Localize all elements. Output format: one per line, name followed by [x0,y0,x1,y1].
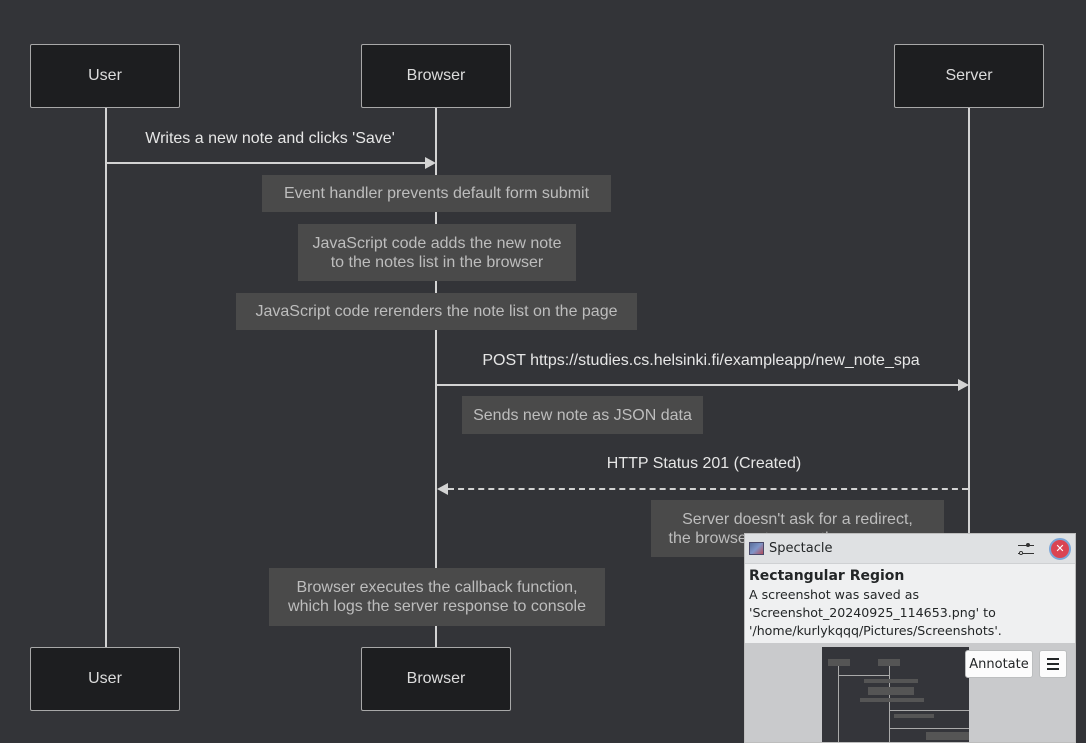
user-lifeline [105,108,107,648]
note-js-adds-note: JavaScript code adds the new note to the… [298,224,576,281]
notification-text: A screenshot was saved as 'Screenshot_20… [749,587,1002,638]
screenshot-thumbnail[interactable] [822,647,969,742]
message-arrow-post [436,384,958,386]
actor-browser-top: Browser [361,44,511,108]
actor-user-bottom: User [30,647,180,711]
spectacle-app-icon [749,542,764,555]
note-js-rerenders: JavaScript code rerenders the note list … [236,293,637,330]
settings-icon[interactable] [1017,540,1035,558]
spectacle-notification[interactable]: Spectacle ✕ Rectangular Region A screens… [744,533,1076,743]
message-label-save: Writes a new note and clicks 'Save' [145,130,395,147]
screenshot-preview-area[interactable] [745,643,1075,742]
notification-body: Rectangular Region A screenshot was save… [745,564,1075,640]
actor-browser-bottom: Browser [361,647,511,711]
notification-header: Spectacle ✕ [745,534,1075,564]
arrowhead-right-icon [425,157,436,169]
message-label-post: POST https://studies.cs.helsinki.fi/exam… [482,352,920,369]
message-label-201: HTTP Status 201 (Created) [606,455,802,472]
server-lifeline [968,108,970,548]
browser-lifeline [435,108,437,648]
notification-app-name: Spectacle [769,541,833,556]
notification-title: Rectangular Region [749,568,905,584]
arrowhead-right-icon [958,379,969,391]
hamburger-menu-icon[interactable] [1039,650,1067,678]
message-arrow-201 [448,488,968,490]
annotate-button[interactable]: Annotate [965,650,1033,678]
message-arrow-save [106,162,426,164]
actor-user-top: User [30,44,180,108]
note-event-handler: Event handler prevents default form subm… [262,175,611,212]
note-callback: Browser executes the callback function, … [269,568,605,626]
close-icon[interactable]: ✕ [1049,537,1071,560]
arrowhead-left-icon [437,483,448,495]
actor-server-top: Server [894,44,1044,108]
note-sends-json: Sends new note as JSON data [462,396,703,434]
